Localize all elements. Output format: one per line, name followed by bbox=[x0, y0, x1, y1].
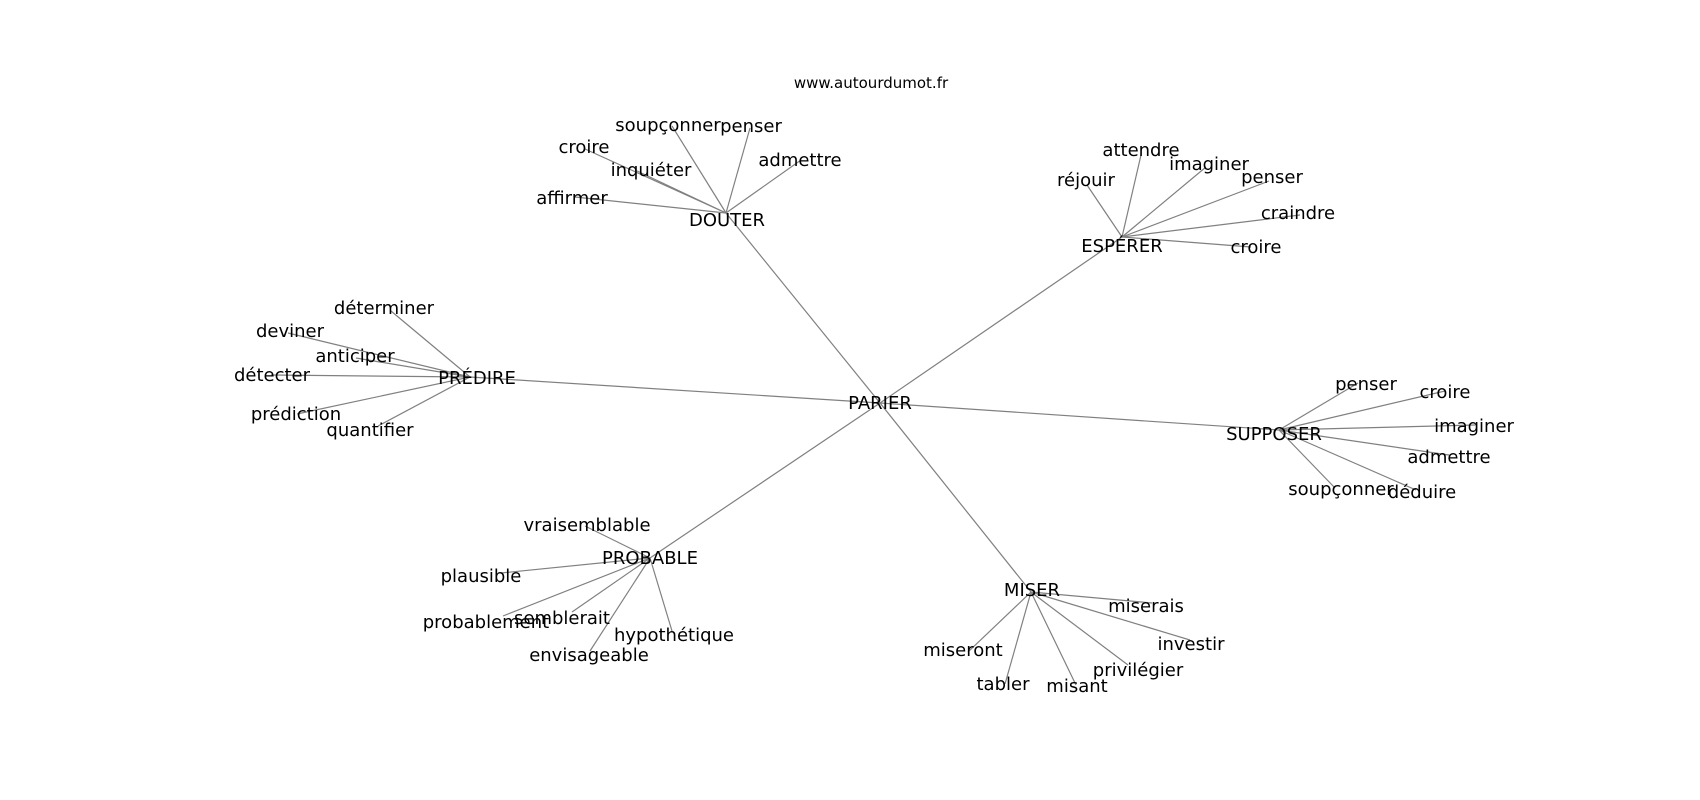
edge-hub-word bbox=[967, 591, 1032, 653]
word-node[interactable]: réjouir bbox=[1057, 170, 1116, 191]
word-node[interactable]: envisageable bbox=[529, 645, 649, 666]
hub-node[interactable]: PROBABLE bbox=[602, 548, 698, 569]
edge-hub-word bbox=[1278, 382, 1359, 431]
edge-hub-word bbox=[1121, 236, 1252, 248]
word-node[interactable]: croire bbox=[1420, 382, 1471, 403]
edge-hub-word bbox=[287, 332, 471, 378]
word-node[interactable]: admettre bbox=[1407, 447, 1490, 468]
word-node[interactable]: affirmer bbox=[536, 188, 608, 209]
word-node[interactable]: probablement bbox=[423, 612, 549, 633]
edge-hub-word bbox=[1278, 390, 1446, 431]
word-node[interactable]: croire bbox=[559, 137, 610, 158]
word-node[interactable]: attendre bbox=[1102, 140, 1179, 161]
word-node[interactable]: misant bbox=[1046, 676, 1107, 697]
word-node[interactable]: déduire bbox=[1388, 482, 1456, 503]
edge-hub-word bbox=[1121, 180, 1270, 238]
edge-hub-word bbox=[589, 557, 651, 652]
word-node[interactable]: hypothétique bbox=[614, 625, 734, 646]
word-node[interactable]: privilégier bbox=[1093, 660, 1184, 681]
hub-node[interactable]: MISER bbox=[1004, 580, 1060, 601]
edge-hub-word bbox=[584, 525, 651, 559]
edge-hub-word bbox=[1030, 591, 1153, 604]
edge-hub-word bbox=[270, 374, 471, 378]
word-node[interactable]: soupçonner bbox=[1288, 479, 1394, 500]
word-node[interactable]: imaginer bbox=[1169, 154, 1249, 175]
word-node[interactable]: admettre bbox=[758, 150, 841, 171]
word-node[interactable]: penser bbox=[1335, 374, 1397, 395]
word-node[interactable]: soupçonner bbox=[615, 115, 721, 136]
edge-center-hub bbox=[649, 402, 881, 559]
edge-hub-word bbox=[634, 169, 727, 214]
edge-hub-word bbox=[1278, 429, 1336, 489]
site-url: www.autourdumot.fr bbox=[794, 74, 949, 92]
word-node[interactable]: deviner bbox=[256, 321, 325, 342]
edge-hub-word bbox=[296, 376, 471, 415]
edge-hub-word bbox=[500, 557, 651, 574]
edge-hub-word bbox=[355, 357, 471, 378]
word-node[interactable]: prédiction bbox=[251, 404, 341, 425]
edge-center-hub bbox=[879, 236, 1123, 404]
edge-hub-word bbox=[1278, 424, 1476, 431]
edge-hub-word bbox=[1086, 184, 1123, 238]
word-node[interactable]: inquiéter bbox=[611, 160, 692, 181]
hub-node[interactable]: ESPÉRER bbox=[1081, 235, 1162, 257]
hub-node[interactable]: SUPPOSER bbox=[1226, 424, 1322, 445]
edge-hub-word bbox=[1278, 429, 1417, 491]
edge-center-hub bbox=[469, 376, 881, 404]
edge-center-hub bbox=[879, 402, 1032, 593]
edge-center-hub bbox=[879, 402, 1280, 431]
edge-hub-word bbox=[1030, 591, 1077, 686]
word-node[interactable]: déterminer bbox=[334, 298, 435, 319]
edge-hub-word bbox=[1030, 591, 1191, 641]
edges-layer bbox=[270, 125, 1476, 686]
word-node[interactable]: croire bbox=[1231, 237, 1282, 258]
word-node[interactable]: vraisemblable bbox=[523, 515, 650, 536]
edge-hub-word bbox=[571, 557, 651, 613]
edge-hub-word bbox=[1030, 591, 1129, 666]
word-node[interactable]: penser bbox=[1241, 167, 1303, 188]
edge-hub-word bbox=[671, 125, 727, 214]
hub-node[interactable]: DOUTER bbox=[689, 210, 765, 231]
word-node[interactable]: plausible bbox=[441, 566, 522, 587]
edge-hub-word bbox=[725, 159, 802, 214]
word-node[interactable]: miserais bbox=[1108, 596, 1184, 617]
word-node[interactable]: tabler bbox=[977, 674, 1031, 695]
word-node[interactable]: penser bbox=[720, 116, 782, 137]
edge-hub-word bbox=[725, 127, 751, 214]
word-node[interactable]: semblerait bbox=[514, 608, 610, 629]
edge-hub-word bbox=[649, 557, 673, 632]
word-node[interactable]: craindre bbox=[1261, 203, 1335, 224]
word-node[interactable]: détecter bbox=[234, 365, 311, 386]
edge-hub-word bbox=[1278, 429, 1450, 456]
edge-center-hub bbox=[725, 212, 881, 404]
word-node[interactable]: investir bbox=[1158, 634, 1226, 655]
edge-hub-word bbox=[502, 557, 651, 617]
center-node[interactable]: PARIER bbox=[848, 393, 912, 414]
word-node[interactable]: imaginer bbox=[1434, 416, 1514, 437]
edge-hub-word bbox=[377, 376, 471, 427]
edge-hub-word bbox=[1121, 214, 1301, 238]
word-node[interactable]: anticiper bbox=[315, 346, 395, 367]
edge-hub-word bbox=[390, 310, 471, 378]
word-node[interactable]: quantifier bbox=[326, 420, 414, 441]
edge-hub-word bbox=[1004, 591, 1032, 685]
edge-hub-word bbox=[1121, 166, 1207, 238]
edge-hub-word bbox=[1121, 154, 1142, 238]
hub-node[interactable]: PRÉDIRE bbox=[438, 367, 516, 389]
word-node[interactable]: miseront bbox=[923, 640, 1002, 661]
edge-hub-word bbox=[574, 196, 727, 214]
